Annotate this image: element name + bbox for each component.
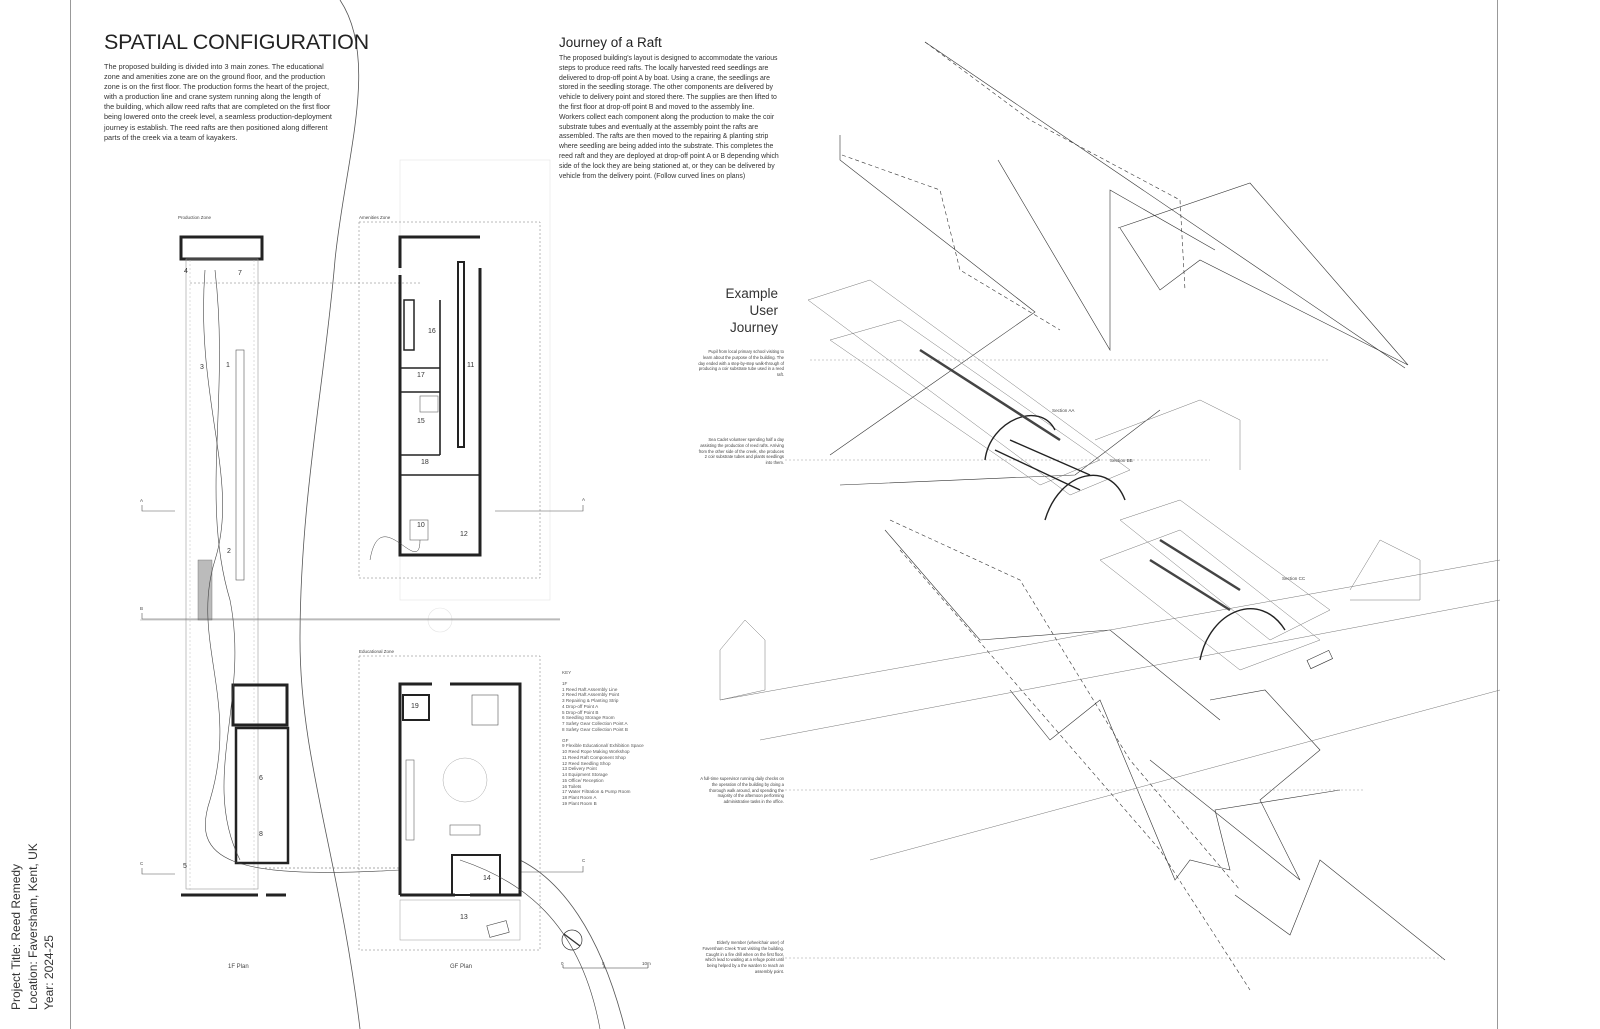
- user-journey-note-elderly: Elderly member (wheelchair user) of Fave…: [702, 940, 784, 974]
- creek-edge-line-2: [519, 859, 626, 1029]
- section-marker-c-right: C: [582, 858, 586, 863]
- room-number: 5: [183, 863, 187, 870]
- section-marker-a-right: A: [582, 497, 586, 502]
- room-number: 10: [417, 522, 425, 529]
- plan-key: KEY 1F 1 Reed Raft Assembly Line 2 Reed …: [562, 670, 662, 807]
- section-bb-label: Section BB: [1110, 458, 1133, 463]
- project-info: Project Title: Reed Remedy Location: Fav…: [8, 843, 58, 1010]
- key-gf-heading: GF: [562, 737, 569, 743]
- room-number: 14: [483, 875, 491, 882]
- sheet-border-right: [1497, 0, 1498, 1029]
- page-title: SPATIAL CONFIGURATION: [104, 30, 369, 54]
- key-item: 12 Reed Seedling Shop: [562, 760, 611, 766]
- room-number: 2: [227, 548, 231, 555]
- educational-zone-plan: [358, 655, 601, 1029]
- key-item: 8 Safety Gear Collection Point B: [562, 726, 628, 732]
- user-journey-heading: Example User Journey: [700, 285, 778, 336]
- heading-line: Example: [725, 286, 778, 301]
- room-number: 7: [238, 270, 242, 277]
- user-journey-note-supervisor: A full-time supervisor running daily che…: [700, 776, 784, 805]
- key-item: 7 Safety Gear Collection Point A: [562, 721, 628, 726]
- scale-label-0: 0: [561, 961, 564, 966]
- key-item: 13 Delivery Point: [562, 766, 597, 772]
- key-item: 14 Equipment Storage: [562, 772, 608, 777]
- section-lines: [141, 505, 584, 875]
- section-cc-label: Section CC: [1282, 576, 1306, 581]
- project-location: Location: Faversham, Kent, UK: [25, 843, 40, 1010]
- room-number: 15: [417, 418, 425, 425]
- room-number: 8: [259, 831, 263, 838]
- raft-journey-heading: Journey of a Raft: [559, 35, 662, 50]
- key-item: 15 Office/ Reception: [562, 777, 604, 783]
- heading-line: Journey: [729, 320, 778, 335]
- key-item: 5 Drop-off Point B: [562, 709, 599, 715]
- raft-journey-paragraph: The proposed building's layout is design…: [559, 55, 779, 180]
- key-1f-heading: 1F: [562, 680, 568, 686]
- section-aa-label: Section AA: [1052, 408, 1075, 413]
- educational-zone-label: Educational Zone: [359, 649, 395, 654]
- room-number: 3: [200, 364, 204, 371]
- room-number: 18: [421, 459, 429, 466]
- room-number: 16: [428, 328, 436, 335]
- room-number: 17: [417, 372, 425, 379]
- room-number: 19: [411, 703, 419, 710]
- first-floor-plan: [179, 235, 420, 897]
- ground-floor-plan-label: GF Plan: [450, 964, 473, 970]
- key-item: 10 Reed Rope Making Workshop: [562, 749, 630, 754]
- key-item: 17 Water Filtration & Pump Room: [562, 789, 631, 795]
- key-item: 9 Flexible Educational/ Exhibition Space: [562, 743, 644, 749]
- amenities-zone-plan: [358, 221, 541, 579]
- key-item: 1 Reed Raft Assembly Line: [562, 686, 618, 692]
- key-item: 6 Seedling Storage Room: [562, 715, 615, 721]
- room-number: 12: [460, 531, 468, 538]
- room-number: 4: [184, 268, 188, 275]
- key-item: 18 Plant Room A: [562, 795, 597, 800]
- room-number: 11: [467, 362, 475, 369]
- user-journey-note-pupil: Pupil from local primary school visiting…: [698, 349, 784, 378]
- key-item: 2 Reed Raft Assembly Point: [562, 692, 620, 698]
- north-arrow: [561, 929, 583, 951]
- journey-line: [924, 41, 1406, 369]
- room-number: 6: [259, 775, 263, 782]
- scale-label-5: 5: [602, 961, 605, 966]
- creek-edge-line: [299, 0, 361, 1029]
- production-zone-label: Production Zone: [178, 215, 212, 220]
- heading-line: User: [749, 303, 778, 318]
- key-item: 19 Plant Room B: [562, 800, 597, 806]
- section-marker-a: A: [140, 498, 144, 503]
- key-title: KEY: [562, 670, 572, 675]
- intro-paragraph: The proposed building is divided into 3 …: [104, 62, 332, 142]
- key-item: 3 Repairing & Planting Strip: [562, 698, 619, 703]
- axonometric-drawing: [719, 41, 1501, 991]
- sheet-border-left: [70, 0, 71, 1029]
- scale-bar: [562, 965, 649, 969]
- first-floor-plan-label: 1F Plan: [228, 964, 249, 970]
- amenities-zone-label: Amenities Zone: [359, 215, 391, 220]
- key-item: 11 Reed Raft Component Shop: [562, 754, 626, 760]
- room-number: 13: [460, 914, 468, 921]
- section-marker-b: B: [140, 606, 144, 611]
- scale-label-10: 10m: [642, 961, 651, 966]
- project-title: Project Title: Reed Remedy: [9, 863, 23, 1010]
- room-number: 1: [226, 362, 230, 369]
- key-item: 4 Drop-off Point A: [562, 703, 599, 709]
- user-journey-note-cadet: Sea Cadet volunteer spending half a day …: [698, 437, 784, 466]
- project-year: Year: 2024-25: [42, 935, 56, 1010]
- key-item: 16 Toilets: [562, 783, 582, 789]
- section-marker-c: C: [140, 861, 144, 866]
